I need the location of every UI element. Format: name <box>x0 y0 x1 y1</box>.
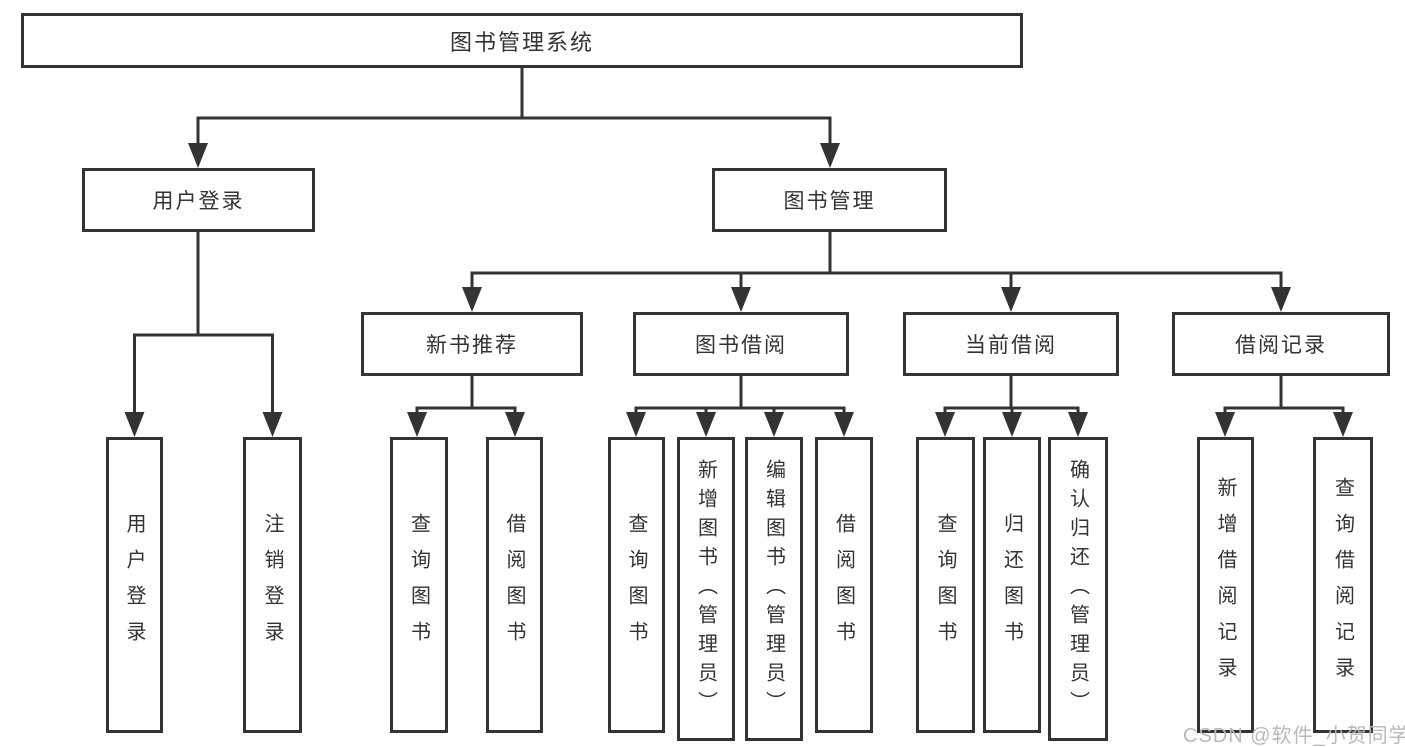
node-label: 新增借阅记录 <box>1214 477 1236 693</box>
node-label: 查询图书 <box>934 513 956 657</box>
edge-borrow-records-to-leaves <box>1215 376 1353 437</box>
node-current-borrowing: 当前借阅 <box>903 312 1119 376</box>
node-br-add-record: 新增借阅记录 <box>1197 437 1254 733</box>
edge-user-login-to-children <box>124 232 283 437</box>
node-label: 新书推荐 <box>426 334 518 357</box>
node-label: 查询图书 <box>625 513 647 657</box>
node-new-book-recommend: 新书推荐 <box>361 312 583 376</box>
node-label: 图书管理 <box>783 190 876 213</box>
csdn-watermark: CSDN @软件_小贺同学 <box>1183 725 1405 747</box>
node-bb-borrow-books: 借阅图书 <box>815 437 873 733</box>
node-user-login: 用户登录 <box>82 168 315 232</box>
node-label: 用户登录 <box>123 513 145 657</box>
node-label: 借阅图书 <box>503 513 525 657</box>
node-cb-return-books: 归还图书 <box>983 437 1041 733</box>
edge-book-borrow-to-leaves <box>626 376 854 437</box>
node-label: 当前借阅 <box>965 334 1057 357</box>
node-bb-edit-books-admin: 编辑图书（管理员） <box>745 437 803 741</box>
node-book-management: 图书管理 <box>712 168 947 232</box>
edge-current-borrow-to-leaves <box>935 376 1088 437</box>
node-label: 用户登录 <box>152 190 245 213</box>
node-label: 查询借阅记录 <box>1331 477 1354 693</box>
node-borrowing-records: 借阅记录 <box>1172 312 1390 376</box>
node-cb-query-books: 查询图书 <box>916 437 975 733</box>
edge-new-book-rec-to-leaves <box>407 376 525 437</box>
node-user-login-leaf: 用户登录 <box>106 437 163 733</box>
edge-root-to-level2 <box>188 68 840 168</box>
node-label: 图书管理系统 <box>449 29 594 55</box>
node-nbr-query-books: 查询图书 <box>390 437 448 733</box>
node-label: 查询图书 <box>407 513 430 657</box>
edge-book-mgmt-to-level3 <box>462 232 1291 312</box>
node-label: 借阅图书 <box>832 513 855 657</box>
node-nbr-borrow-books: 借阅图书 <box>486 437 543 733</box>
node-label: 编辑图书（管理员） <box>762 458 785 720</box>
node-book-borrowing: 图书借阅 <box>633 312 849 376</box>
node-label: 注销登录 <box>261 513 283 657</box>
node-label: 新增图书（管理员） <box>694 458 717 720</box>
node-br-query-record: 查询借阅记录 <box>1313 437 1373 733</box>
node-library-management-system: 图书管理系统 <box>21 13 1023 68</box>
node-label: 图书借阅 <box>695 334 787 357</box>
node-label: 归还图书 <box>1000 513 1023 657</box>
node-label: 借阅记录 <box>1235 334 1327 357</box>
node-bb-add-books-admin: 新增图书（管理员） <box>677 437 735 741</box>
node-cb-confirm-return-admin: 确认归还（管理员） <box>1048 437 1108 741</box>
node-logout: 注销登录 <box>243 437 302 733</box>
node-bb-query-books: 查询图书 <box>608 437 665 733</box>
node-label: 确认归还（管理员） <box>1066 458 1089 720</box>
